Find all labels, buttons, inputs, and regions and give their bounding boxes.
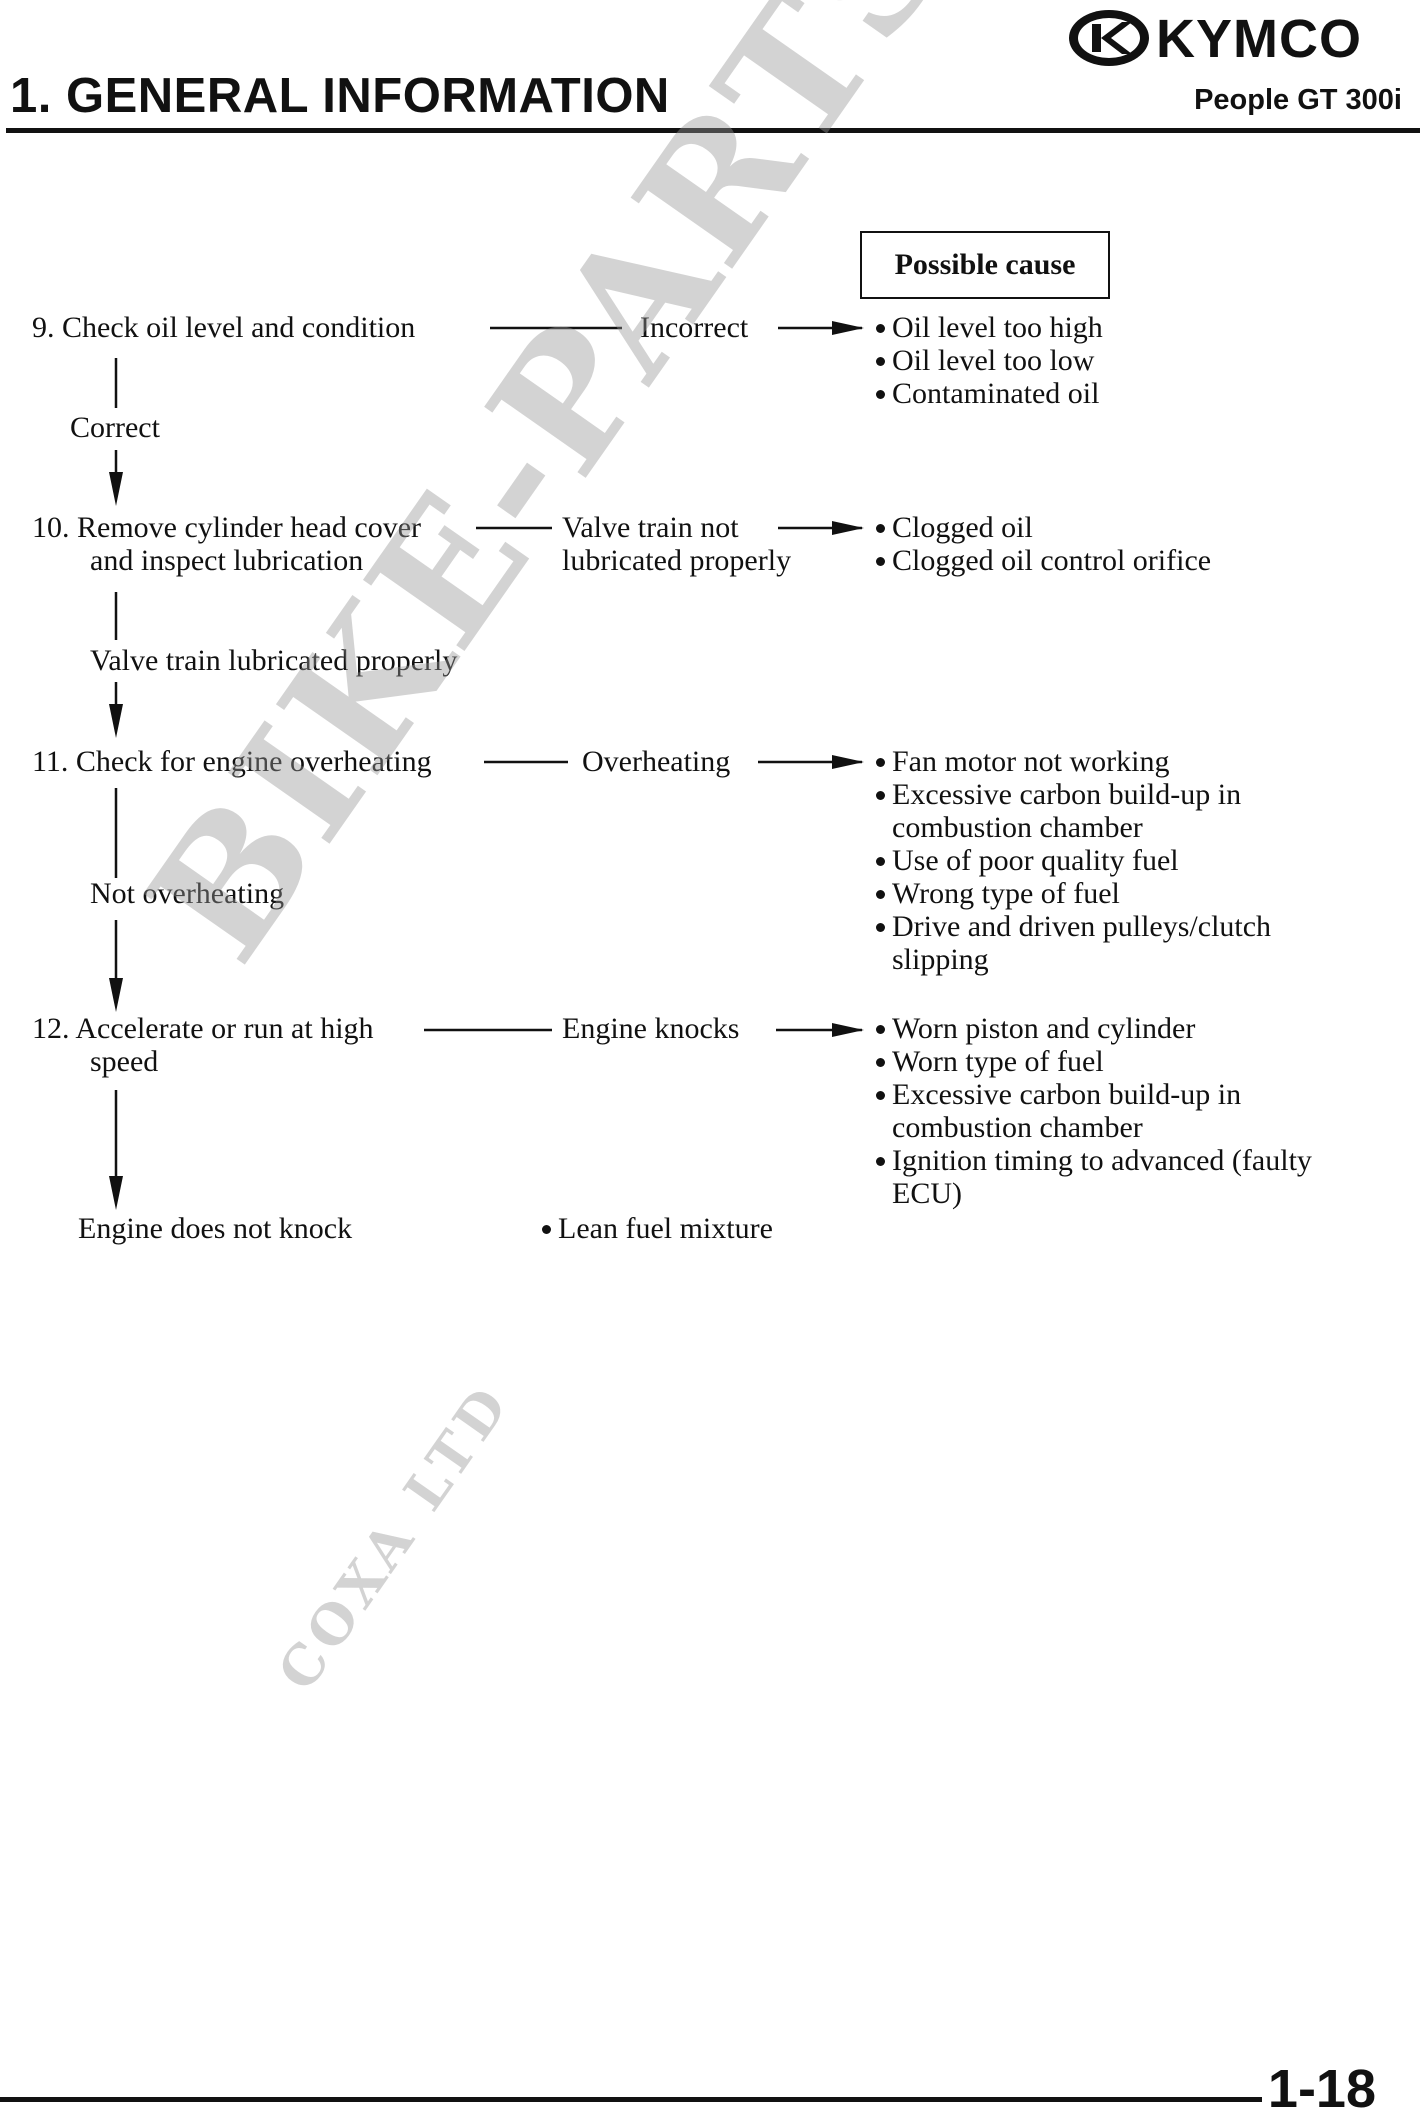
arrowhead-10-down [109, 704, 123, 738]
bullet-icon [876, 356, 885, 366]
step-10-fault-line-2: lubricated properly [562, 544, 792, 577]
step-12-label-line-2: speed [90, 1045, 159, 1078]
step-9-cause-1: Oil level too high [876, 311, 1103, 344]
watermark-main: BIKE-PARTS [110, 0, 991, 995]
watermark-sub: COXA LTD [265, 1371, 523, 1702]
bullet-icon [876, 1057, 885, 1067]
step-10-label-line-2: and inspect lubrication [90, 544, 364, 577]
step-10-label-line-1: 10. Remove cylinder head cover [32, 511, 422, 544]
arrowhead-12-down [109, 1176, 123, 1210]
arrowhead-11-down [109, 978, 123, 1012]
step-12-label-line-1: 12. Accelerate or run at high [32, 1012, 374, 1045]
bullet-icon [876, 556, 885, 566]
bullet-icon [542, 1224, 551, 1234]
section-title: 1. GENERAL INFORMATION [10, 69, 670, 123]
model-name: People GT 300i [1194, 84, 1402, 116]
header-rule [6, 128, 1420, 133]
step-10-cause-1: Clogged oil [876, 511, 1033, 544]
kymco-logo: KYMCO [1066, 6, 1416, 70]
bullet-icon [876, 389, 885, 399]
step-11-cause-3: Use of poor quality fuel [876, 844, 1179, 877]
bullet-icon [876, 523, 885, 533]
bullet-icon [876, 323, 885, 333]
step-12-ok: Engine does not knock [78, 1212, 353, 1245]
arrowhead-10 [832, 521, 864, 535]
final-cause: Lean fuel mixture [542, 1212, 773, 1245]
step-11-fault: Overheating [582, 745, 731, 778]
page-number: 1-18 [1267, 2059, 1376, 2119]
bullet-icon [876, 856, 885, 866]
step-11-cause-1: Fan motor not working [876, 745, 1170, 778]
arrowhead-12 [832, 1023, 864, 1037]
bullet-icon [876, 1090, 885, 1100]
footer-rule [0, 2097, 1262, 2102]
step-9-fault: Incorrect [640, 311, 749, 344]
step-11-cause-4: Wrong type of fuel [876, 877, 1120, 910]
step-12-fault: Engine knocks [562, 1012, 740, 1045]
kymco-emblem-icon [1069, 10, 1149, 66]
step-10-cause-2: Clogged oil control orifice [876, 544, 1211, 577]
bullet-icon [876, 889, 885, 899]
step-9-cause-2: Oil level too low [876, 344, 1094, 377]
step-12-cause-1: Worn piston and cylinder [876, 1012, 1195, 1045]
bullet-icon [876, 757, 885, 767]
arrowhead-9-down [109, 472, 123, 506]
bullet-icon [876, 1156, 885, 1166]
arrowhead-9 [832, 321, 864, 335]
step-11-label: 11. Check for engine overheating [32, 745, 432, 778]
arrowhead-11 [832, 755, 864, 769]
step-9-cause-3: Contaminated oil [876, 377, 1099, 410]
bullet-icon [876, 790, 885, 800]
brand-name: KYMCO [1156, 9, 1362, 69]
possible-cause-heading: Possible cause [860, 231, 1110, 299]
step-10-fault-line-1: Valve train not [562, 511, 739, 544]
step-12-cause-2: Worn type of fuel [876, 1045, 1104, 1078]
step-11-ok: Not overheating [90, 877, 285, 910]
bullet-icon [876, 922, 885, 932]
step-9-label: 9. Check oil level and condition [32, 311, 416, 344]
step-9-ok: Correct [70, 411, 160, 444]
bullet-icon [876, 1024, 885, 1034]
step-10-ok: Valve train lubricated properly [90, 644, 458, 677]
